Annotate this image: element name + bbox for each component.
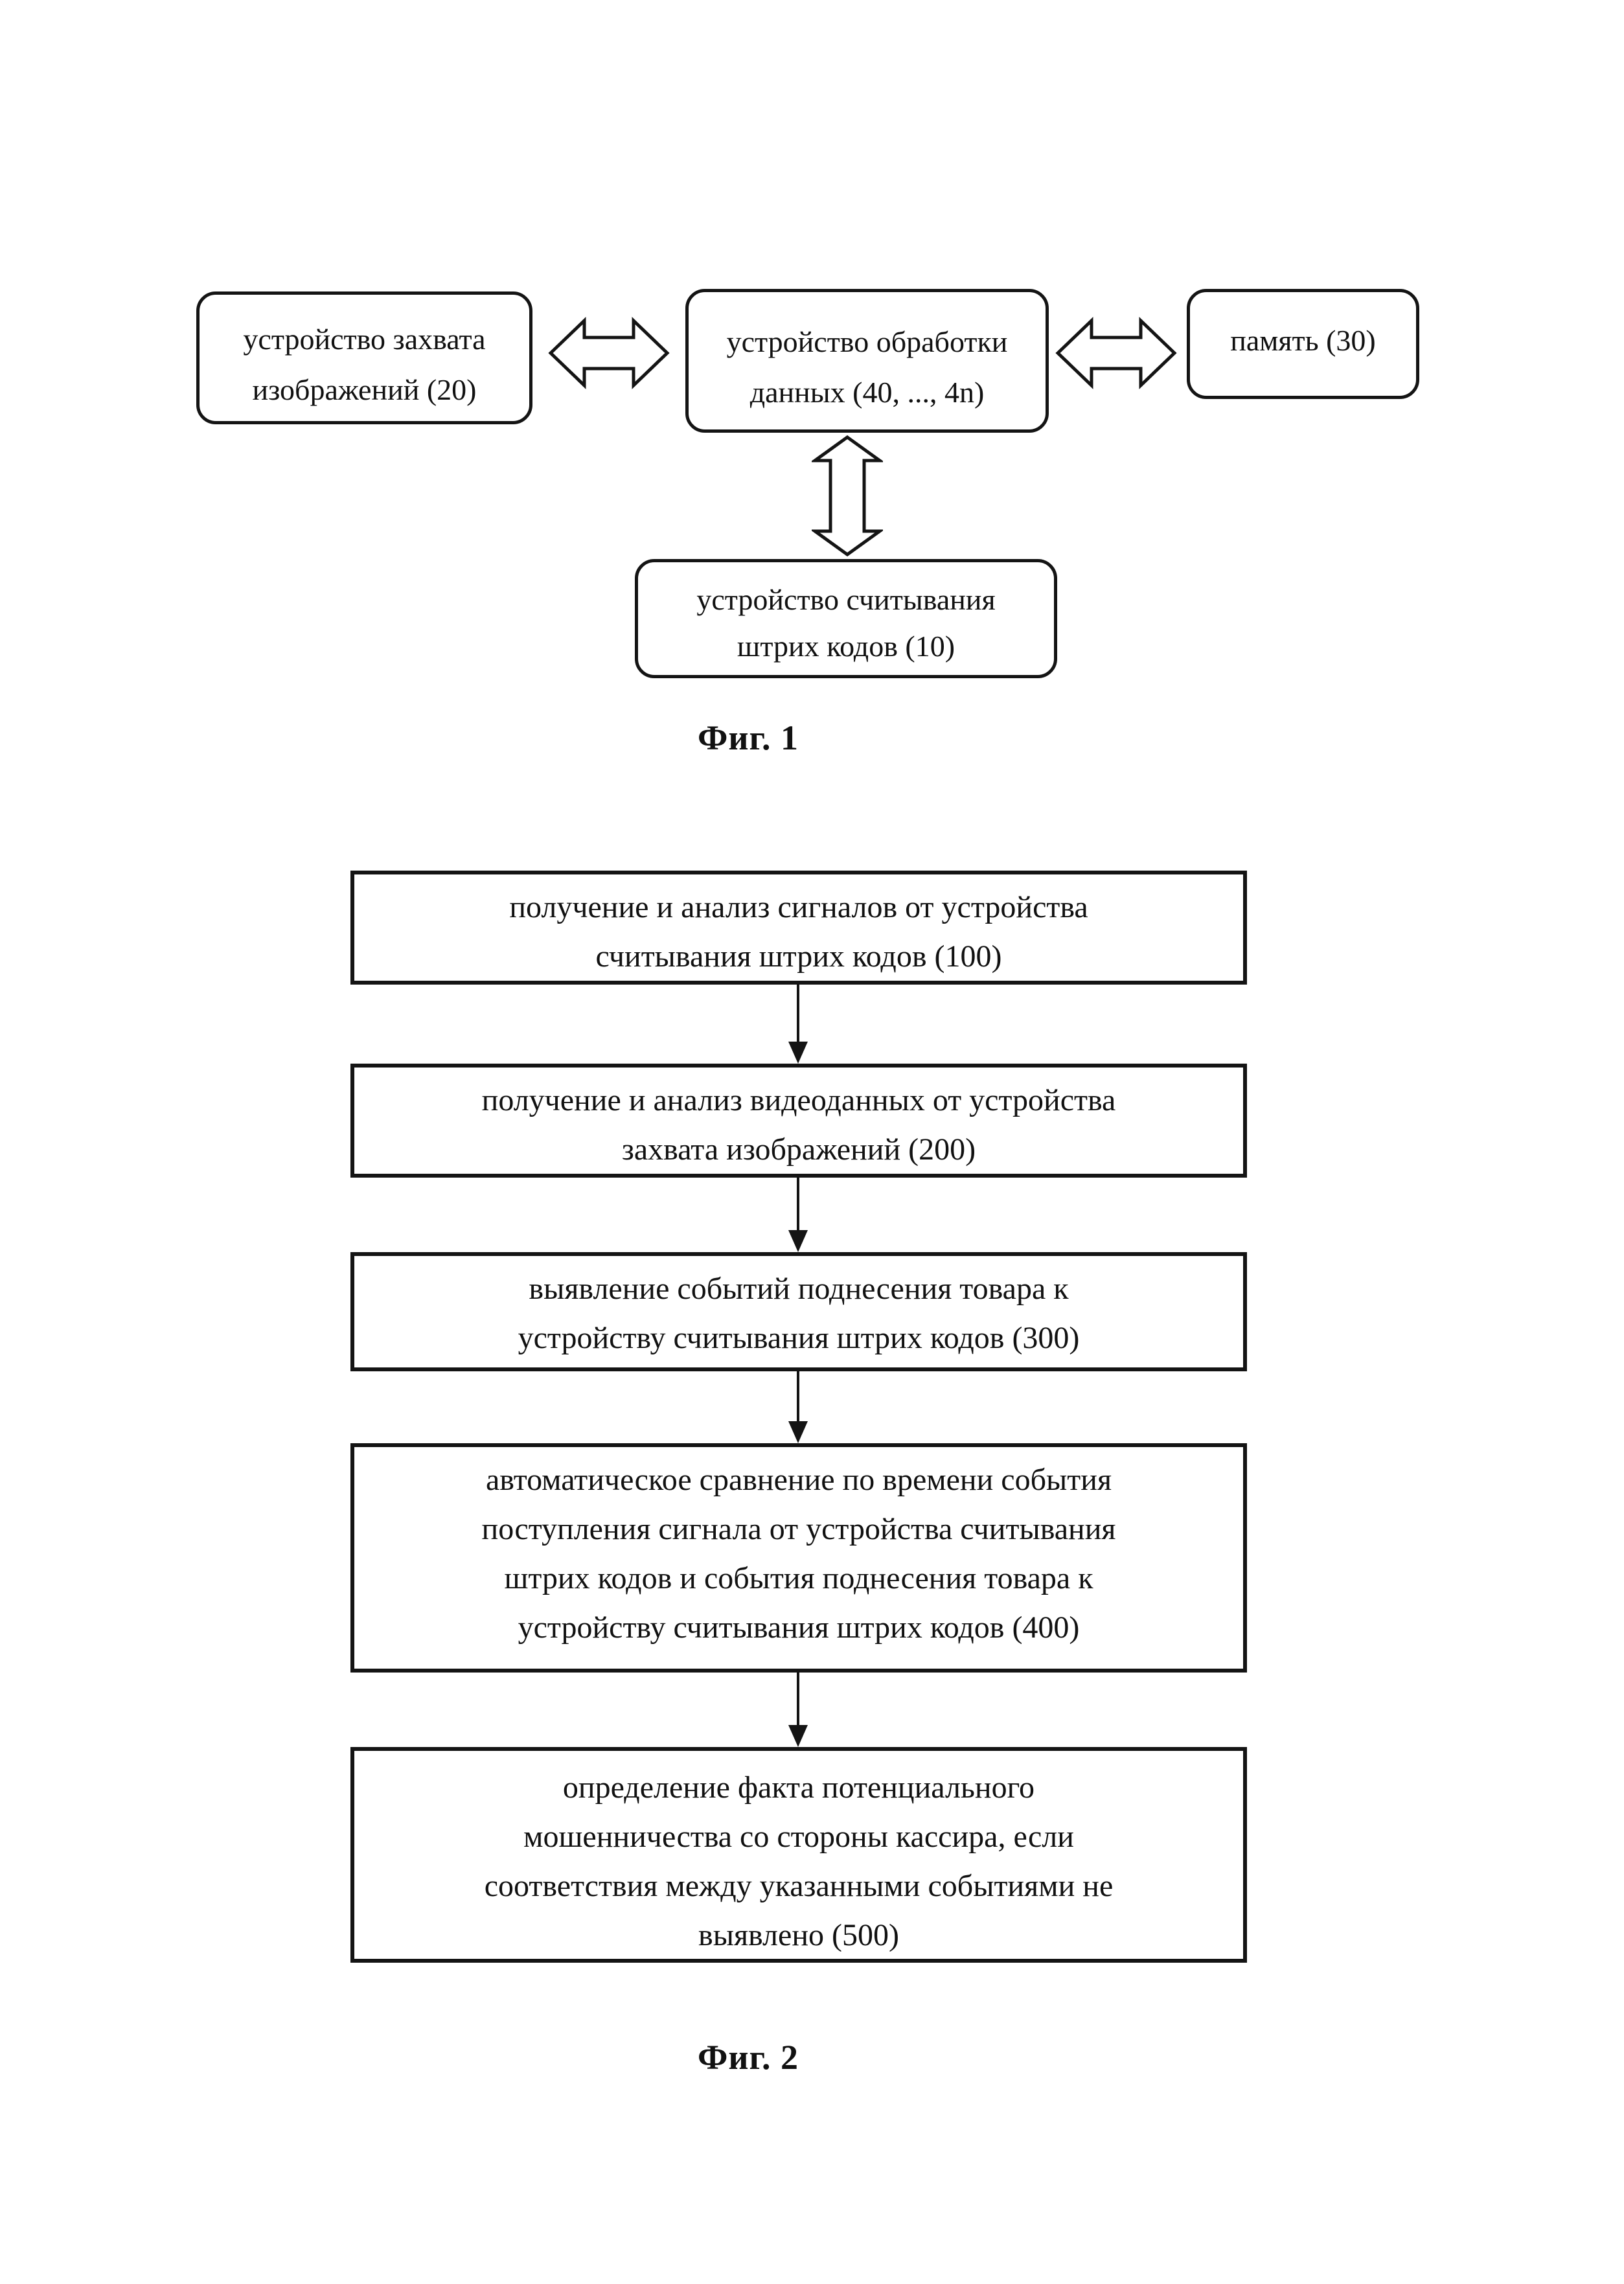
box-text-line: получение и анализ сигналов от устройств… (509, 890, 1088, 924)
fig1-image-capture-device-box: устройство захвата изображений (20) (196, 291, 532, 424)
box-text-line: устройство считывания (696, 583, 996, 616)
box-text-line: считывания штрих кодов (100) (595, 939, 1002, 974)
box-text-line: захвата изображений (200) (621, 1132, 976, 1167)
fig2-step-100-box: получение и анализ сигналов от устройств… (350, 871, 1247, 985)
box-text-line: штрих кодов и события поднесения товара … (504, 1561, 1093, 1595)
fig1-memory-box: память (30) (1187, 289, 1419, 399)
fig1-data-processing-device-box: устройство обработки данных (40, ..., 4n… (685, 289, 1049, 433)
box-text-line: устройству считывания штрих кодов (300) (518, 1321, 1080, 1355)
fig2-step-400-box: автоматическое сравнение по времени собы… (350, 1443, 1247, 1673)
box-text-line: устройству считывания штрих кодов (400) (518, 1610, 1080, 1645)
fig1-caption: Фиг. 1 (698, 718, 799, 757)
box-text-line: поступления сигнала от устройства считыв… (481, 1512, 1116, 1546)
double-arrow-processing-barcode-icon (812, 435, 883, 557)
flow-arrow-step3-step4-icon (787, 1371, 809, 1443)
box-text-line: память (30) (1230, 324, 1376, 357)
fig2-caption: Фиг. 2 (698, 2038, 799, 2077)
flow-arrow-step1-step2-icon (787, 985, 809, 1064)
box-text-line: штрих кодов (10) (737, 630, 955, 663)
box-text-line: получение и анализ видеоданных от устрой… (481, 1083, 1116, 1117)
box-text-line: данных (40, ..., 4n) (749, 376, 985, 409)
fig2-step-500-box: определение факта потенциального мошенни… (350, 1747, 1247, 1963)
box-text-line: устройство обработки (726, 325, 1008, 358)
box-text-line: мошенничества со стороны кассира, если (523, 1820, 1074, 1854)
box-text-line: соответствия между указанными событиями … (484, 1869, 1114, 1903)
fig2-step-200-box: получение и анализ видеоданных от устрой… (350, 1064, 1247, 1178)
box-text-line: автоматическое сравнение по времени собы… (485, 1463, 1112, 1497)
fig1-barcode-reader-device-box: устройство считывания штрих кодов (10) (635, 559, 1057, 678)
double-arrow-capture-processing-icon (548, 317, 670, 389)
double-arrow-processing-memory-icon (1055, 317, 1177, 389)
flow-arrow-step2-step3-icon (787, 1178, 809, 1252)
box-text-line: выявление событий поднесения товара к (529, 1272, 1069, 1306)
box-text-line: устройство захвата (243, 323, 486, 356)
box-text-line: изображений (20) (252, 373, 477, 406)
box-text-line: выявлено (500) (698, 1918, 899, 1952)
fig2-step-300-box: выявление событий поднесения товара к ус… (350, 1252, 1247, 1371)
flow-arrow-step4-step5-icon (787, 1673, 809, 1747)
box-text-line: определение факта потенциального (562, 1770, 1035, 1805)
